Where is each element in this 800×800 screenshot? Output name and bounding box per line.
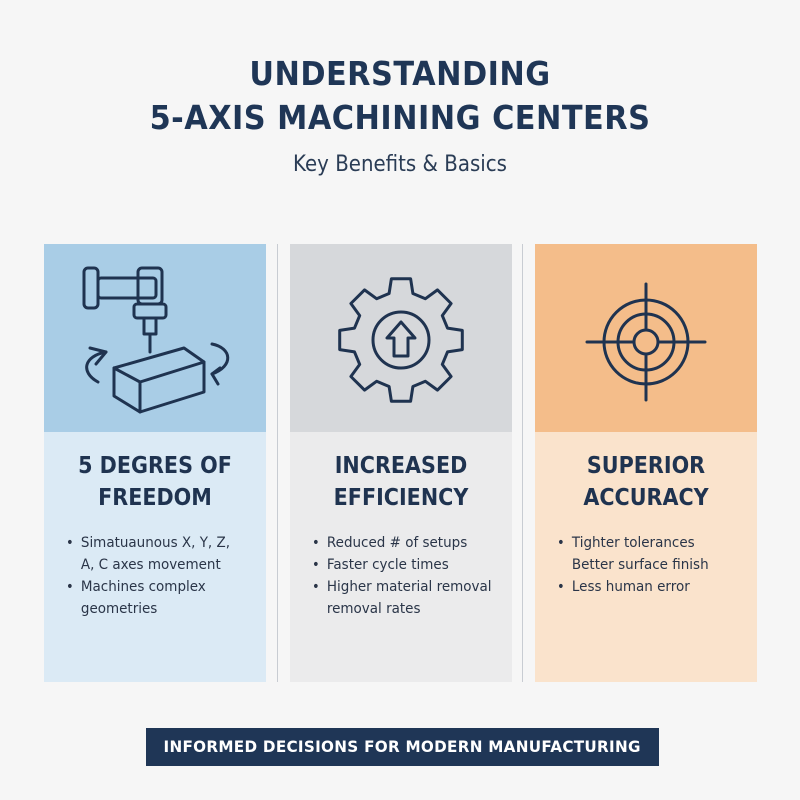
bullet-item: geometries bbox=[80, 601, 158, 617]
divider bbox=[522, 244, 523, 682]
bullet-list: Simatuaunous X, Y, Z, A, C axes movement… bbox=[66, 532, 264, 620]
card-text-panel: INCREASED EFFICIENCY Reduced # of setups… bbox=[290, 432, 512, 682]
card-title: SUPERIOR ACCURACY bbox=[546, 450, 746, 514]
title-line-1: UNDERSTANDING bbox=[249, 54, 551, 93]
bullet-item: Better surface finish bbox=[571, 557, 709, 573]
bullet-item: Simatuaunous X, Y, Z, bbox=[66, 532, 250, 554]
card-title: INCREASED EFFICIENCY bbox=[301, 450, 501, 514]
card-icon-panel bbox=[535, 244, 757, 432]
card-title-line-2: ACCURACY bbox=[583, 485, 709, 511]
machine-spindle-icon bbox=[82, 266, 230, 414]
card-title-line-1: 5 DEGRES OF bbox=[78, 453, 232, 479]
divider bbox=[277, 244, 278, 682]
bullet-item: Higher material removal bbox=[312, 576, 496, 598]
bullet-item: Machines complex bbox=[66, 576, 250, 598]
footer-text: INFORMED DECISIONS FOR MODERN MANUFACTUR… bbox=[163, 737, 642, 756]
bullet-item: Faster cycle times bbox=[312, 554, 496, 576]
bullet-item: Less human error bbox=[557, 576, 741, 598]
card-increased-efficiency: INCREASED EFFICIENCY Reduced # of setups… bbox=[290, 244, 512, 682]
subtitle: Key Benefits & Basics bbox=[292, 152, 508, 177]
card-title-line-1: SUPERIOR bbox=[586, 453, 706, 479]
header: UNDERSTANDING 5-AXIS MACHINING CENTERS K… bbox=[0, 52, 800, 177]
footer-banner: INFORMED DECISIONS FOR MODERN MANUFACTUR… bbox=[146, 728, 659, 766]
card-degrees-of-freedom: 5 DEGRES OF FREEDOM Simatuaunous X, Y, Z… bbox=[44, 244, 266, 682]
card-title-line-1: INCREASED bbox=[334, 453, 468, 479]
card-text-panel: 5 DEGRES OF FREEDOM Simatuaunous X, Y, Z… bbox=[44, 432, 266, 682]
card-title-line-2: EFFICIENCY bbox=[333, 485, 469, 511]
bullet-item: Tighter tolerances bbox=[557, 532, 741, 554]
card-title: 5 DEGRES OF FREEDOM bbox=[55, 450, 255, 514]
bullet-item: Reduced # of setups bbox=[312, 532, 496, 554]
card-icon-panel bbox=[44, 244, 266, 432]
title-line-2: 5-AXIS MACHINING CENTERS bbox=[149, 98, 651, 137]
card-text-panel: SUPERIOR ACCURACY Tighter tolerances Bet… bbox=[535, 432, 757, 682]
crosshair-target-icon bbox=[585, 282, 707, 402]
card-icon-panel bbox=[290, 244, 512, 432]
bullet-item: removal rates bbox=[326, 601, 421, 617]
bullet-list: Tighter tolerances Better surface finish… bbox=[557, 532, 755, 598]
gear-arrow-up-icon bbox=[338, 277, 464, 403]
bullet-list: Reduced # of setups Faster cycle times H… bbox=[312, 532, 510, 620]
bullet-item: A, C axes movement bbox=[80, 557, 221, 573]
card-superior-accuracy: SUPERIOR ACCURACY Tighter tolerances Bet… bbox=[535, 244, 757, 682]
card-title-line-2: FREEDOM bbox=[98, 485, 212, 511]
